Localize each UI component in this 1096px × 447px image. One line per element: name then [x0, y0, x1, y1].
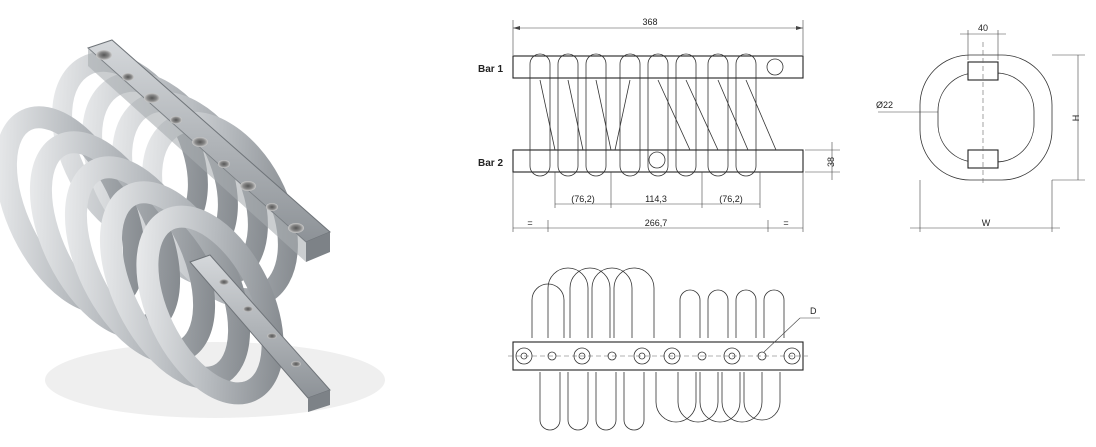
cable-loops-front — [0, 106, 284, 405]
bottom-mounting-bar — [189, 254, 331, 412]
top-mounting-bar — [87, 39, 331, 262]
bar-1-label: Bar 1 — [478, 64, 503, 75]
dim-diameter: Ø22 — [876, 100, 893, 110]
dim-equal-left: = — [527, 218, 532, 228]
dim-width-top: 40 — [978, 23, 988, 33]
dim-spacing-left: (76,2) — [571, 194, 595, 204]
end-hole-bottom-center — [648, 151, 666, 169]
bar-1-outline — [512, 55, 804, 79]
top-bar-holes — [96, 50, 304, 233]
front-view: Bar 1 Bar 2 368 38 (76,2) 114,3 (76,2) =… — [478, 17, 840, 232]
top-view-loops — [531, 267, 785, 431]
dim-span: 266,7 — [645, 218, 668, 228]
side-view: 40 Ø22 H W — [876, 23, 1085, 232]
dim-height: H — [1071, 115, 1081, 122]
top-view: D — [508, 267, 820, 431]
diameter-leader — [763, 317, 801, 353]
technical-drawing: Bar 1 Bar 2 368 38 (76,2) 114,3 (76,2) =… — [478, 17, 1085, 431]
dim-overall-length: 368 — [642, 17, 657, 27]
end-hole-top-right — [766, 58, 784, 76]
dim-equal-right: = — [783, 218, 788, 228]
product-photo — [0, 39, 385, 418]
top-view-holes — [515, 347, 801, 365]
dim-spacing-center: 114,3 — [645, 194, 667, 204]
dim-bar-height: 38 — [826, 157, 836, 167]
dim-width: W — [982, 218, 991, 228]
side-view-cable-inner — [937, 72, 1035, 163]
bar-2-outline — [512, 149, 804, 173]
bar-2-label: Bar 2 — [478, 158, 503, 169]
dim-diameter-callout: D — [810, 306, 817, 316]
dim-spacing-right: (76,2) — [719, 194, 743, 204]
side-view-cable-outer — [919, 54, 1053, 181]
front-view-coils — [529, 53, 777, 177]
